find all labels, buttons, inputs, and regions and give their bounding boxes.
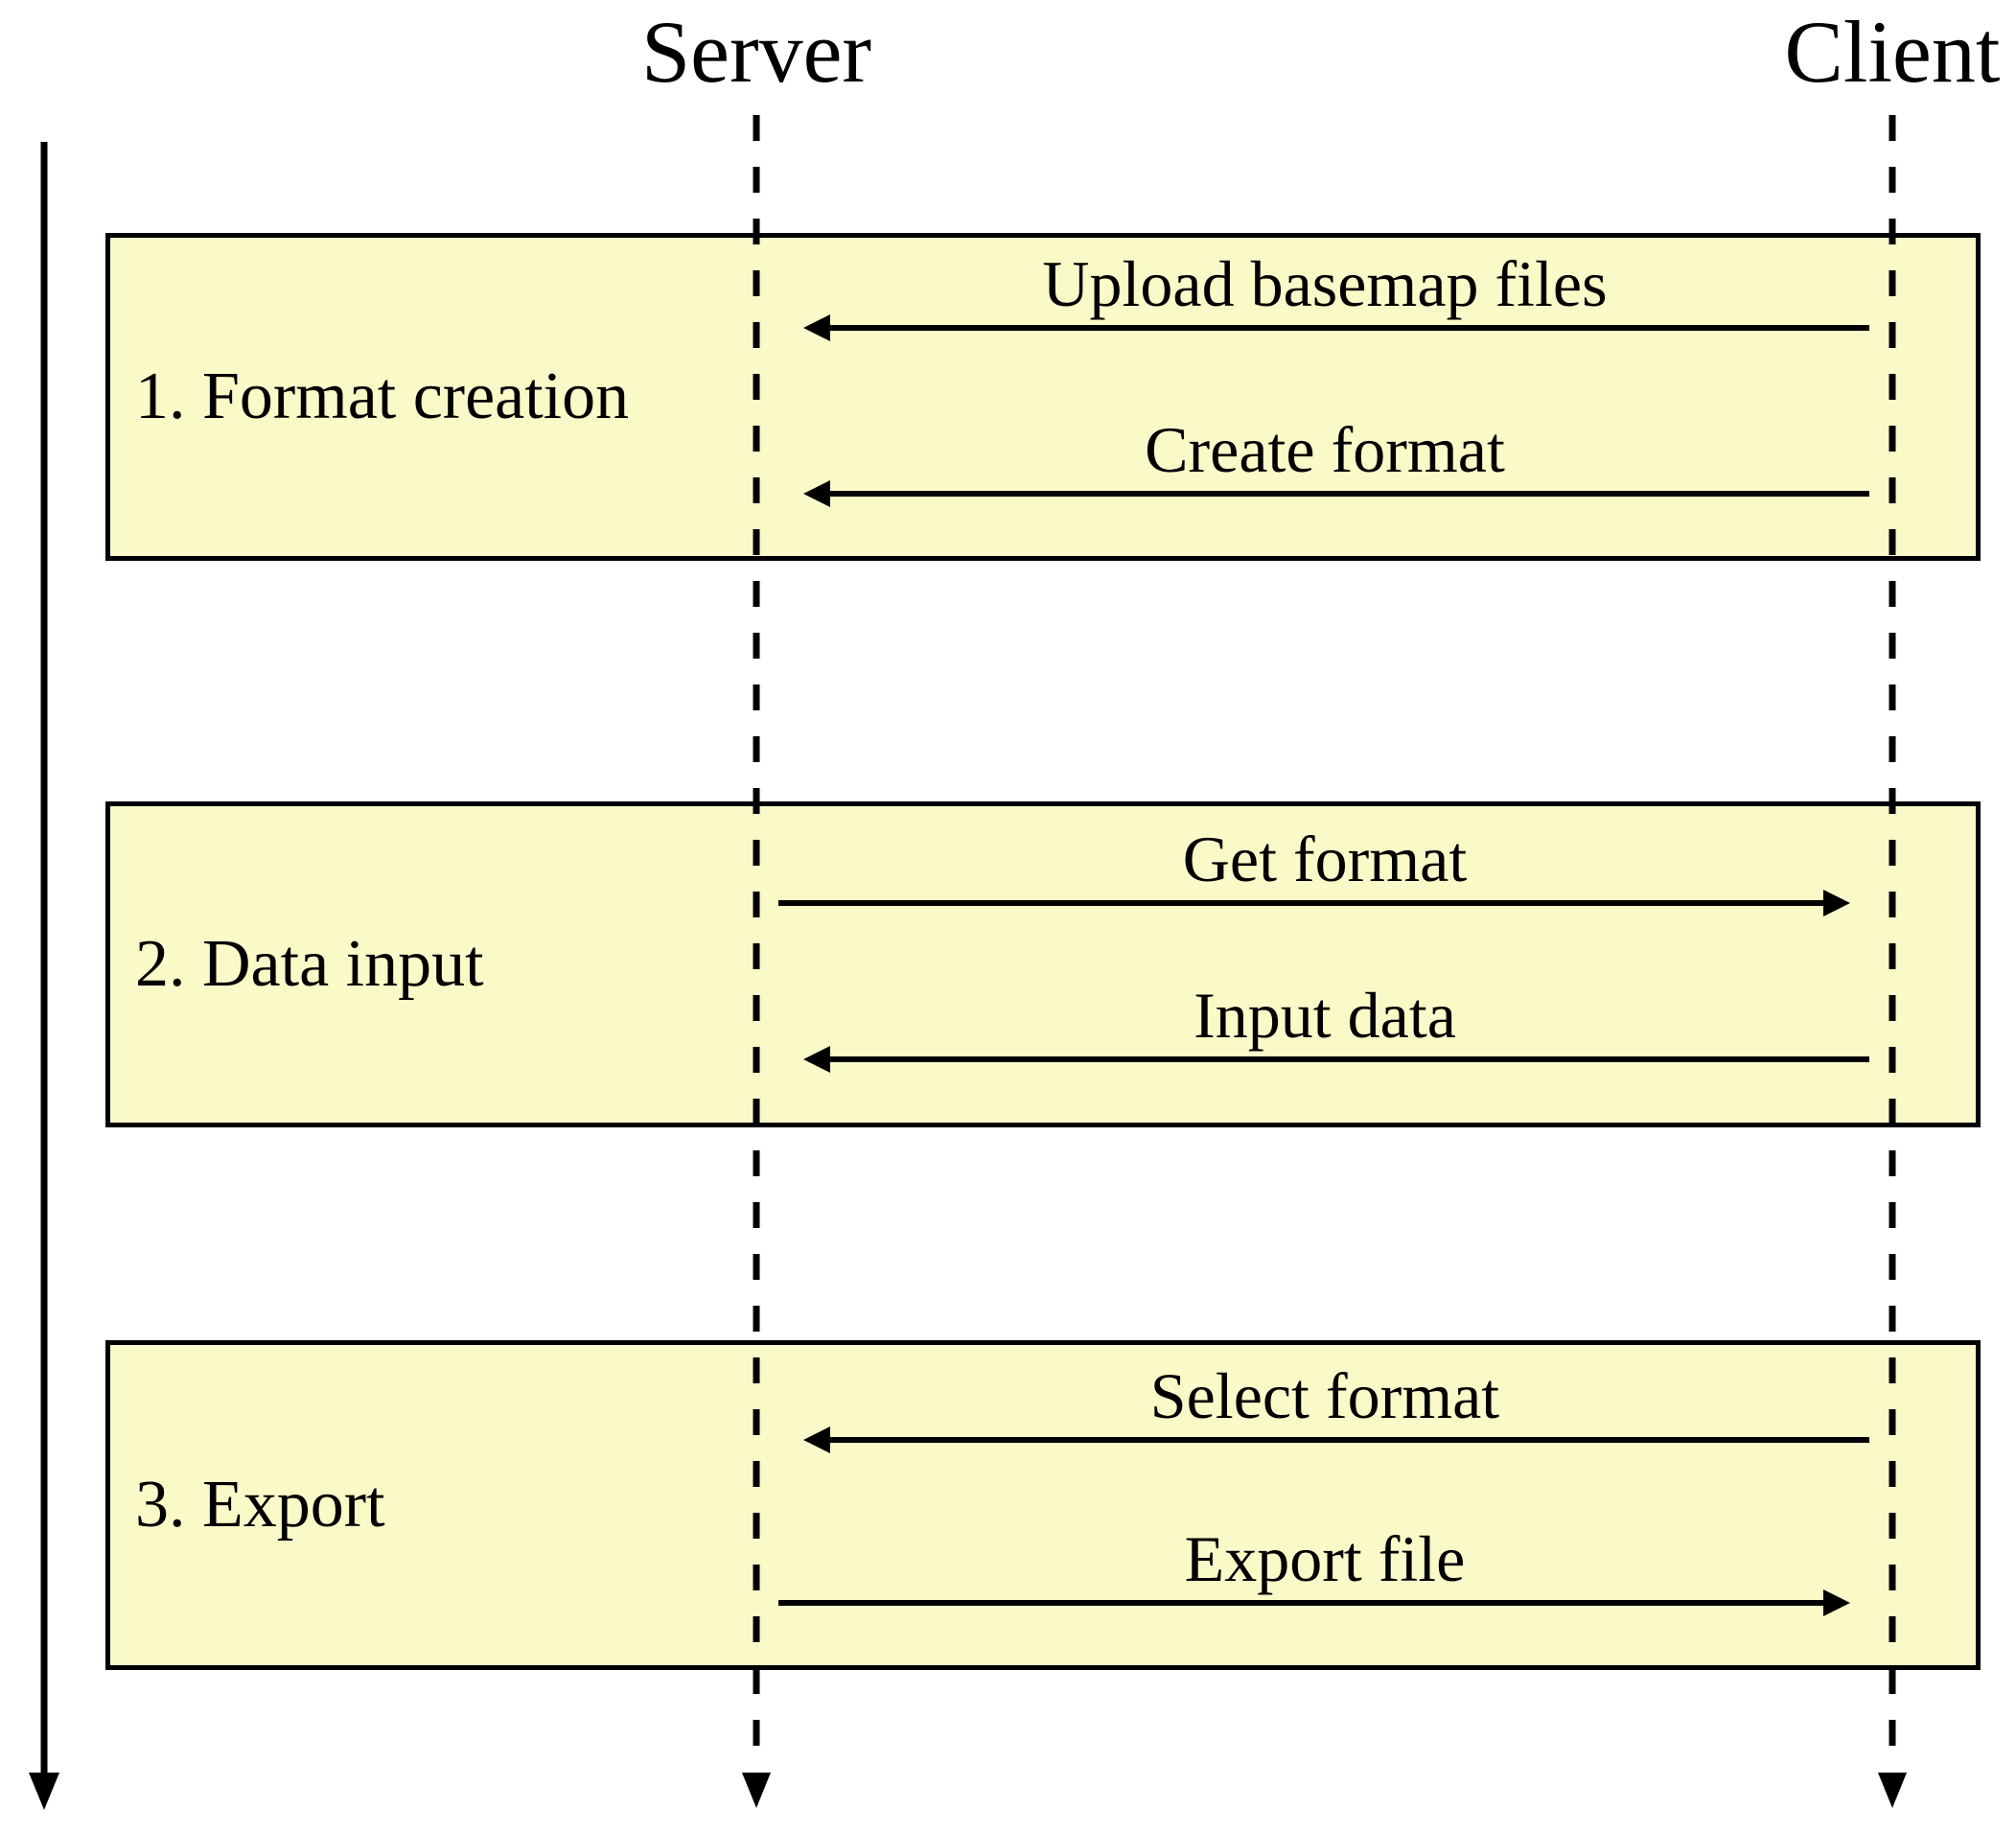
phase-label-format-creation: 1. Format creation <box>135 359 630 433</box>
phase-label-data-input: 2. Data input <box>135 927 484 1001</box>
message-label-create-format: Create format <box>1145 413 1505 486</box>
message-label-upload-basemap-files: Upload basemap files <box>1042 247 1608 320</box>
phase-box-data-input: 2. Data input <box>105 801 1981 1127</box>
message-label-get-format: Get format <box>1182 823 1468 895</box>
actor-label-client: Client <box>1784 3 2001 101</box>
message-label-export-file: Export file <box>1184 1522 1466 1595</box>
phase-box-export: 3. Export <box>105 1340 1981 1670</box>
message-label-select-format: Select format <box>1149 1359 1500 1432</box>
message-label-input-data: Input data <box>1193 979 1456 1052</box>
actor-label-server: Server <box>640 3 872 101</box>
phase-box-format-creation: 1. Format creation <box>105 233 1981 561</box>
phase-label-export: 3. Export <box>135 1468 385 1542</box>
time-axis-arrow <box>29 142 59 1810</box>
